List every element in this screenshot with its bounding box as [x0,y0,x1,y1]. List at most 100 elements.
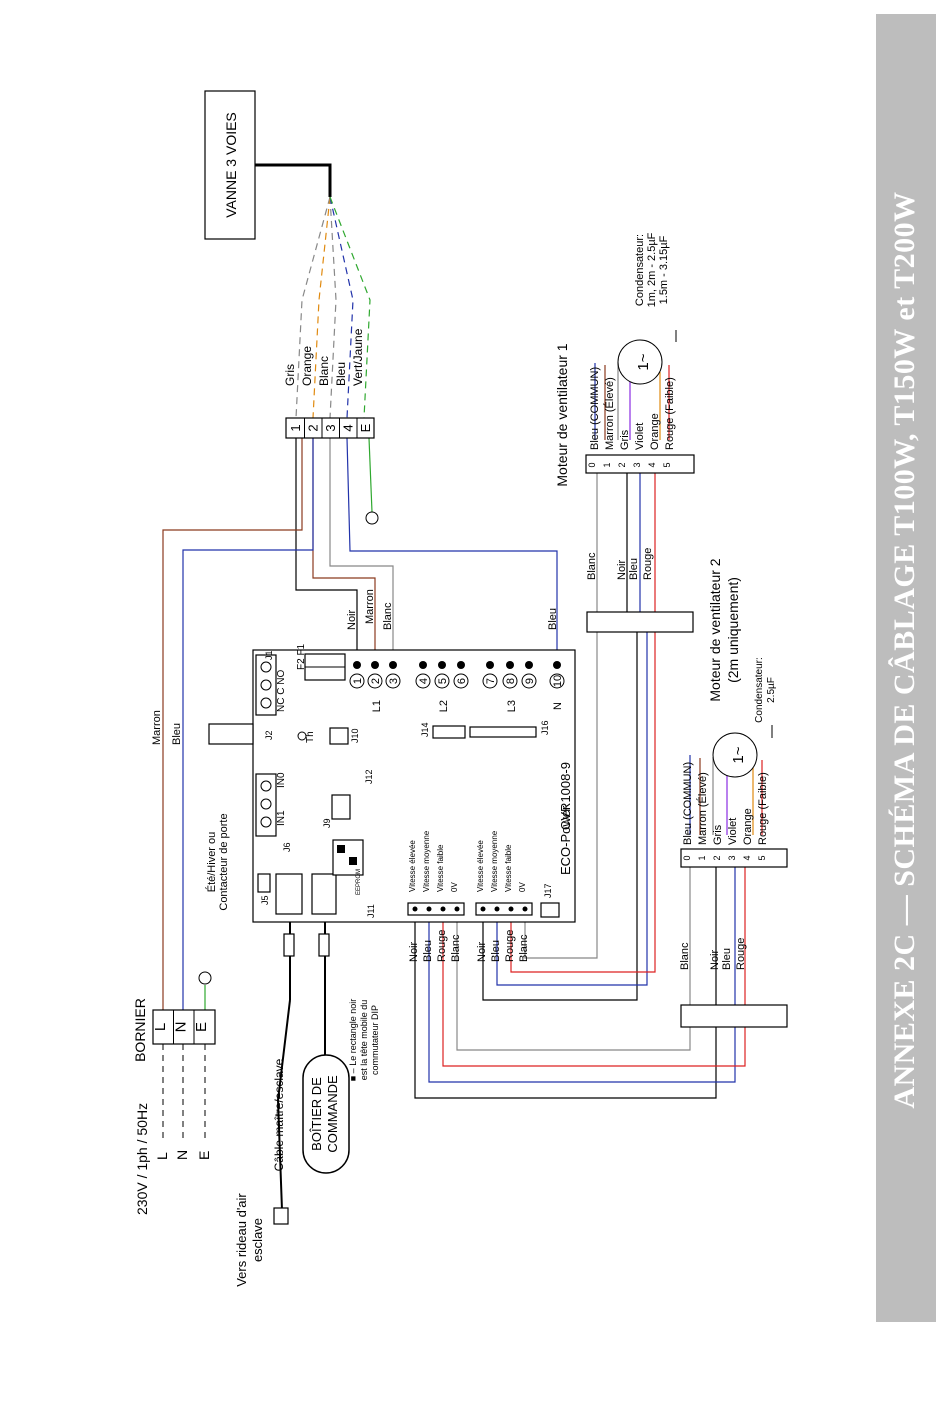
valve-wire-0 [295,196,331,419]
motor2-cable-label: Noir [709,949,721,970]
connector-label: J12 [364,769,374,784]
terminal-number: 2 [370,678,382,684]
terminal-number: 7 [485,678,497,684]
motor1-symbol [617,339,663,385]
terminal-dot [553,661,561,669]
dip-note: est la tête mobile du [359,1000,369,1081]
terminal-number: 1 [352,678,364,684]
wire-bleu-n [346,437,558,665]
speed-label: 0V [450,882,459,892]
dip-note: ■ – Le rectangle noir [348,999,358,1082]
speed-pin [454,906,460,912]
power-terminal: N [173,1022,190,1033]
motor2-wire-label: Marron (Élevé) [696,772,709,845]
terminal-number-ring [367,673,383,689]
terminal-dot [419,661,427,669]
thermistor-icon [297,731,307,741]
motor1-symbol-text: 1~ [635,353,652,370]
terminal-number-ring [549,673,565,689]
screw-icon [260,798,272,810]
connector-label: J2 [264,730,274,740]
cable-label: Câble maître/esclave [272,1058,286,1171]
motor1-terminal-num: 0 [587,462,597,467]
terminal-number: 4 [418,678,430,684]
connector-label: J5 [260,895,270,905]
dip-head [349,857,357,865]
slave-label: esclave [250,1218,265,1262]
screw-icon [260,816,272,828]
motor1-cap: 1m, 2m - 2.5µF [646,232,658,307]
terminal-number: 8 [505,678,517,684]
terminal-dot [525,661,533,669]
j16-header [469,726,537,738]
valve-wire-1 [312,196,331,419]
motor1-wire-label: Rouge (Faible) [664,377,676,450]
speed-label: 0V [518,882,527,892]
connector-box [275,873,303,915]
motor1-terminal-num: 2 [617,462,627,467]
j10-header [329,727,349,745]
plug-icon [283,933,295,957]
motor2-symbol [712,732,758,778]
bleu-label: Bleu [171,723,183,745]
harness-noir-1 [482,632,638,1001]
terminal-number: 6 [456,678,468,684]
motor1-terminal-num: 5 [662,462,672,467]
harness-blanc-1 [524,632,598,959]
terminal-number: 5 [437,678,449,684]
contact-label: Contacteur de porte [218,813,230,910]
motor2-terminal-num: 2 [712,855,722,860]
connector-label: J11 [366,904,376,918]
valve-wire-label: Bleu [334,362,348,386]
terminal-number-ring [434,673,450,689]
eeprom-label: EEPROM [356,869,362,895]
valve-terminal: 1 [288,424,303,431]
valve-terminal: E [358,423,373,432]
speed-pin [440,906,446,912]
motor1-cap: 1.5m - 3.15µF [658,235,670,304]
power-terminal: L [152,1023,169,1031]
title-band [876,14,936,1322]
connector-box [311,873,337,915]
board-model: CVR1008-9 [558,762,573,830]
contact-label: Été/Hiver ou [205,832,218,893]
valve-wire-3 [329,196,354,419]
harness-noir-2 [414,909,717,1099]
terminal-number: 9 [524,678,536,684]
speed-connector [475,902,533,916]
motor1-terminal-num: 4 [647,462,657,467]
valve-terminal: 2 [306,424,321,431]
terminal-number-ring [385,673,401,689]
speed-wire-label: Bleu [490,940,502,962]
motor1-cable-label: Noir [616,559,628,580]
speed-label: Vitesse faible [504,844,513,892]
board-input-label: Noir [346,609,358,630]
motor2-cable-label: Blanc [679,942,691,970]
motor2-terminal [680,848,788,868]
terminal-dot [389,661,397,669]
dip-head [337,845,345,853]
speed-label: Vitesse moyenne [490,830,499,892]
speed-wire-label: Blanc [450,934,462,962]
speed-wire-label: Blanc [518,934,530,962]
motor1-cap: Condensateur: [634,234,646,306]
harness-bleu-2 [428,909,736,1083]
terminal-dot [506,661,514,669]
line-label: L1 [371,700,383,712]
valve-wire-label: Blanc [317,356,331,386]
line-label: N [552,702,564,710]
motor1-title: Moteur de ventilateur 1 [554,343,570,486]
speed-pin [522,906,528,912]
components [152,90,788,1225]
motor1-wire-label: Gris [619,429,631,450]
connector-label: J16 [540,720,550,735]
plug-icon [273,1207,289,1225]
speed-wire-label: Rouge [436,930,448,962]
connector-label: J1 [264,650,274,660]
wire-marron-L [162,438,303,1010]
terminal-dot [457,661,465,669]
power-line-label: E [196,1151,212,1160]
motor2-terminal-num: 1 [697,855,707,860]
terminal-dot [353,661,361,669]
